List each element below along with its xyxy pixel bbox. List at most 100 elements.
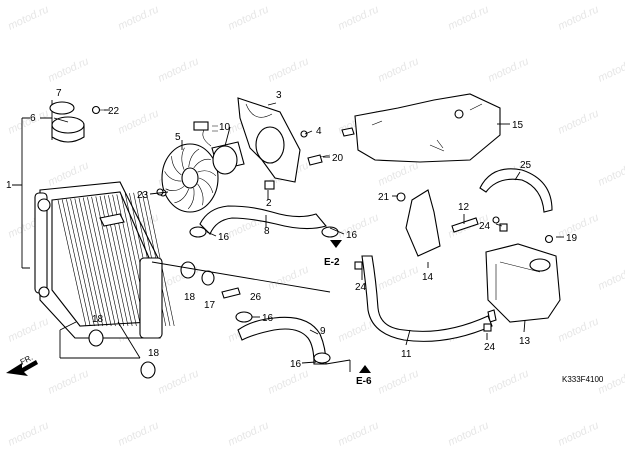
watermark-text: motod.ru bbox=[226, 3, 270, 32]
watermark-text: motod.ru bbox=[266, 367, 310, 396]
callout-5: 5 bbox=[175, 132, 181, 143]
bolt-20 bbox=[307, 154, 331, 166]
watermark-text: motod.ru bbox=[46, 55, 90, 84]
bracket-1 bbox=[12, 117, 30, 269]
callout-1: 1 bbox=[6, 180, 12, 191]
callout-16-c: 16 bbox=[262, 313, 274, 324]
band-12 bbox=[451, 217, 479, 233]
callout-24-b: 24 bbox=[479, 221, 491, 232]
callout-26: 26 bbox=[250, 292, 262, 303]
watermark-text: motod.ru bbox=[6, 3, 50, 32]
reference-e2: E-2 bbox=[324, 257, 340, 268]
watermark-text: motod.ru bbox=[376, 159, 420, 188]
watermark-text: motod.ru bbox=[376, 367, 420, 396]
callout-12: 12 bbox=[458, 202, 470, 213]
callout-16-b: 16 bbox=[346, 230, 358, 241]
reserve-hose-25 bbox=[479, 168, 553, 213]
watermark-text: motod.ru bbox=[46, 367, 90, 396]
callout-11: 11 bbox=[401, 349, 412, 360]
callout-4: 4 bbox=[316, 126, 322, 137]
watermark-text: motod.ru bbox=[556, 419, 600, 448]
callout-17: 17 bbox=[204, 300, 216, 311]
callout-14: 14 bbox=[422, 272, 434, 283]
watermark-text: motod.ru bbox=[46, 159, 90, 188]
reference-e6: E-6 bbox=[356, 376, 372, 387]
watermark-text: motod.ru bbox=[116, 419, 160, 448]
grommets-and-bolts bbox=[88, 261, 241, 379]
callout-25: 25 bbox=[520, 160, 532, 171]
watermark-text: motod.ru bbox=[376, 55, 420, 84]
fan-shroud-part bbox=[237, 97, 308, 190]
watermark-text: motod.ru bbox=[6, 315, 50, 344]
watermark-text: motod.ru bbox=[336, 3, 380, 32]
callout-16-d: 16 bbox=[290, 359, 302, 370]
watermark-text: motod.ru bbox=[446, 419, 490, 448]
watermark-text: motod.ru bbox=[486, 55, 530, 84]
hose-clips bbox=[354, 223, 508, 332]
callout-23: 23 bbox=[137, 190, 149, 201]
reserve-tank-part bbox=[485, 216, 561, 323]
callout-6: 6 bbox=[30, 113, 36, 124]
radiator-cap-part bbox=[49, 101, 106, 143]
arrow-down-icon bbox=[330, 240, 342, 248]
watermark-text: motod.ru bbox=[336, 419, 380, 448]
callout-labels: 1 2 3 4 5 6 7 8 9 10 11 12 13 14 15 16 1… bbox=[6, 88, 578, 370]
reference-labels: E-2 E-6 bbox=[324, 240, 372, 387]
watermark-text: motod.ru bbox=[596, 263, 625, 292]
callout-22: 22 bbox=[108, 106, 120, 117]
callout-10: 10 bbox=[219, 122, 231, 133]
hose-11 bbox=[361, 255, 493, 342]
callout-18-b: 18 bbox=[92, 314, 104, 325]
watermark-text: motod.ru bbox=[116, 3, 160, 32]
watermark-text: motod.ru bbox=[156, 367, 200, 396]
callout-20: 20 bbox=[332, 153, 344, 164]
leader-lines bbox=[53, 102, 564, 372]
watermark-text: motod.ru bbox=[596, 159, 625, 188]
radiator-part bbox=[34, 181, 175, 339]
hose-clamps bbox=[189, 226, 339, 364]
watermark-text: motod.ru bbox=[116, 107, 160, 136]
watermark-text: motod.ru bbox=[556, 3, 600, 32]
watermark-text: motod.ru bbox=[556, 211, 600, 240]
watermark-text: motod.ru bbox=[596, 55, 625, 84]
callout-13: 13 bbox=[519, 336, 531, 347]
callout-2: 2 bbox=[266, 198, 272, 209]
watermark-text: motod.ru bbox=[486, 367, 530, 396]
watermark-text: motod.ru bbox=[6, 419, 50, 448]
callout-15: 15 bbox=[512, 120, 524, 131]
hose-9 bbox=[237, 316, 327, 365]
watermark-text: motod.ru bbox=[266, 263, 310, 292]
front-arrow-icon bbox=[6, 360, 38, 376]
cover-panel-part bbox=[341, 93, 501, 163]
callout-18-a: 18 bbox=[184, 292, 196, 303]
arrow-up-icon bbox=[359, 365, 371, 373]
callout-8: 8 bbox=[264, 226, 270, 237]
hose-8 bbox=[199, 205, 327, 235]
callout-7: 7 bbox=[56, 88, 62, 99]
callout-24-a: 24 bbox=[355, 282, 367, 293]
watermark-text: motod.ru bbox=[556, 107, 600, 136]
tank-bracket-part bbox=[396, 189, 441, 257]
callout-9: 9 bbox=[320, 326, 326, 337]
watermark-text: motod.ru bbox=[226, 419, 270, 448]
callout-18-c: 18 bbox=[148, 348, 160, 359]
screw-23 bbox=[156, 188, 164, 196]
callout-19: 19 bbox=[566, 233, 578, 244]
callout-3: 3 bbox=[276, 90, 282, 101]
callout-16-a: 16 bbox=[218, 232, 230, 243]
watermark-text: motod.ru bbox=[556, 315, 600, 344]
watermark-text: motod.ru bbox=[446, 3, 490, 32]
fan-motor-part bbox=[193, 121, 245, 175]
cooling-fan-part bbox=[159, 143, 219, 213]
callout-21: 21 bbox=[378, 192, 390, 203]
front-direction-marker: FR. bbox=[6, 353, 38, 376]
watermark-text: motod.ru bbox=[266, 55, 310, 84]
watermark-text: motod.ru bbox=[6, 107, 50, 136]
watermark-text: motod.ru bbox=[156, 55, 200, 84]
watermark-text: motod.ru bbox=[376, 263, 420, 292]
watermark-text: motod.ru bbox=[336, 211, 380, 240]
callout-24-c: 24 bbox=[484, 342, 496, 353]
fan-blades bbox=[164, 147, 217, 210]
